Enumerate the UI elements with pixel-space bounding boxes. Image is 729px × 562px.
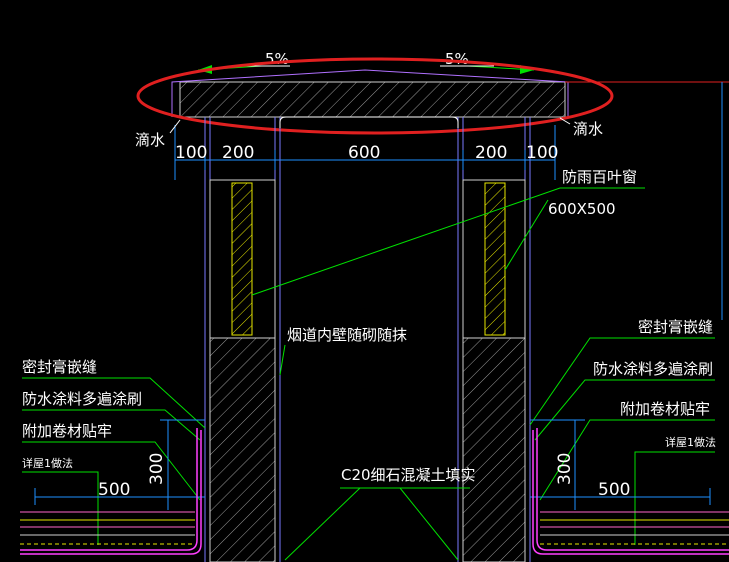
- roof-label-right: 详屋1做法: [665, 435, 716, 449]
- dim-500-right-line: [530, 488, 711, 505]
- flashing-right: [532, 428, 729, 555]
- dim-300-left: 300: [147, 453, 167, 485]
- membrane-label-left: 附加卷材贴牢: [22, 422, 112, 440]
- drip-leader-left: [169, 119, 181, 134]
- roof-label-left: 详屋1做法: [22, 456, 73, 470]
- louver-left: [209, 179, 276, 339]
- cap-slab: [171, 69, 729, 118]
- dimension-line-top: [174, 125, 556, 180]
- seal-label-left: 密封膏嵌缝: [22, 358, 97, 376]
- coating-label-left: 防水涂料多遍涂刷: [22, 390, 142, 408]
- wall-hatch-left: [209, 337, 276, 562]
- roof-layers-left: [20, 511, 195, 545]
- dim-100-left: 100: [175, 143, 207, 163]
- seal-label-right: 密封膏嵌缝: [638, 318, 713, 336]
- flue-leader: [279, 344, 286, 376]
- dim-300-left-line: [160, 419, 205, 510]
- coating-label-right: 防水涂料多遍涂刷: [593, 360, 713, 378]
- left-leaders: [22, 377, 206, 545]
- dim-600: 600: [348, 143, 380, 163]
- dim-500-left: 500: [98, 480, 130, 500]
- dim-500-left-line: [34, 488, 205, 505]
- dim-300-right: 300: [555, 453, 575, 485]
- dim-100-right: 100: [526, 143, 558, 163]
- membrane-label-right: 附加卷材贴牢: [620, 400, 710, 418]
- slope-right: 5%: [445, 50, 469, 68]
- louver-right: [462, 179, 526, 339]
- louver-leaders: [251, 187, 645, 296]
- dim-500-right: 500: [598, 480, 630, 500]
- concrete-label: C20细石混凝土填实: [341, 466, 476, 484]
- flue-label: 烟道内壁随砌随抹: [287, 326, 407, 344]
- louver-label: 防雨百叶窗: [562, 168, 637, 186]
- flashing-left: [20, 428, 202, 555]
- wall-hatch-right: [462, 337, 526, 562]
- drip-label-right: 滴水: [573, 120, 603, 138]
- dim-200-right: 200: [475, 143, 507, 163]
- concrete-leaders: [284, 487, 470, 561]
- louver-size-label: 600X500: [548, 200, 616, 218]
- slope-left: 5%: [265, 50, 289, 68]
- highlight-ellipse: [136, 57, 614, 135]
- drip-label-left: 滴水: [135, 131, 165, 149]
- dim-200-left: 200: [222, 143, 254, 163]
- dim-300-right-line: [530, 419, 585, 510]
- drip-leader-right: [559, 117, 571, 125]
- roof-layers-right: [540, 511, 729, 545]
